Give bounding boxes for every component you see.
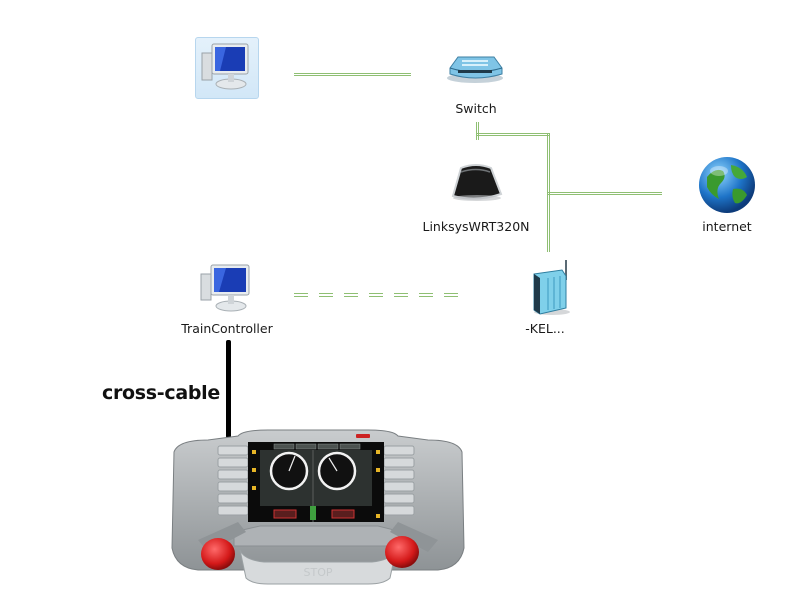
stop-label: STOP [304,566,333,579]
label-linksys: LinksysWRT320N [422,219,530,234]
link-switch-branch [477,133,549,136]
desktop-computer-icon [201,43,249,90]
train-control-central-station-icon: STOP [171,429,465,585]
label-traincontroller: TrainController [181,321,273,336]
node-linksys[interactable] [447,162,505,202]
node-switch[interactable] [444,52,506,86]
label-switch: Switch [455,101,497,116]
network-switch-icon [447,56,503,83]
modem-router-icon [533,260,570,315]
cross-cable-line [226,340,231,438]
link-switch-down [476,122,479,140]
node-pc1[interactable] [195,37,259,99]
link-trainpc-kel-dashed [294,293,460,297]
node-kel[interactable] [526,258,574,318]
link-pc-switch [294,73,411,76]
node-traincontroller[interactable] [195,262,257,314]
node-internet[interactable] [697,155,757,215]
node-central-station[interactable]: STOP [168,428,468,588]
globe-icon [699,157,755,213]
label-internet: internet [702,219,752,234]
desktop-computer-icon [200,264,250,312]
wireless-router-icon [451,164,503,201]
cross-cable-label: cross-cable [102,382,220,404]
label-kel: -KEL... [525,321,565,336]
link-to-internet [548,192,662,195]
